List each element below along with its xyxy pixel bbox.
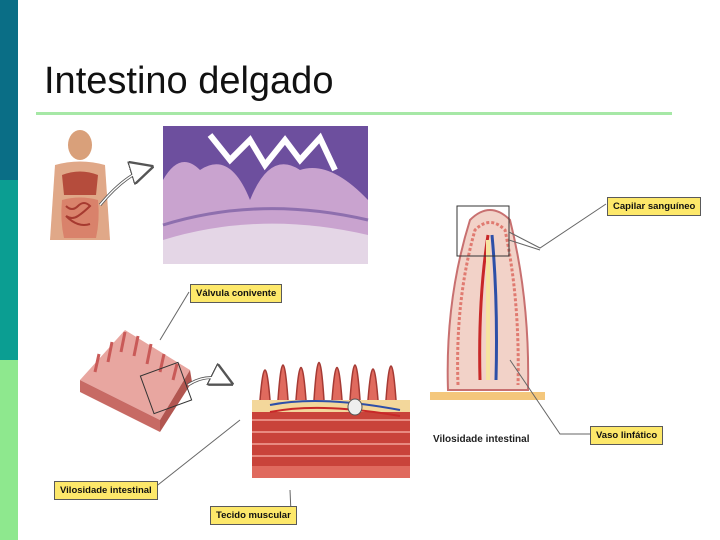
leader-valvula [160, 292, 189, 340]
villi-tissue-block [252, 363, 410, 479]
single-villus-diagram [430, 206, 545, 400]
label-vaso-linfatico: Vaso linfático [590, 426, 663, 445]
label-vilosidade-intestinal-villus: Vilosidade intestinal [433, 434, 530, 445]
intestine-wall-wedge [80, 330, 192, 432]
leader-capilar [509, 204, 606, 248]
label-valvula-conivente: Válvula conivente [190, 284, 282, 303]
human-torso-figure [45, 125, 110, 245]
label-tecido-muscular: Tecido muscular [210, 506, 297, 525]
label-vilosidade-intestinal: Vilosidade intestinal [54, 481, 158, 500]
leader-vilosidade [154, 420, 240, 488]
label-capilar-sanguineo: Capilar sanguíneo [607, 197, 701, 216]
histology-micrograph [163, 126, 368, 264]
